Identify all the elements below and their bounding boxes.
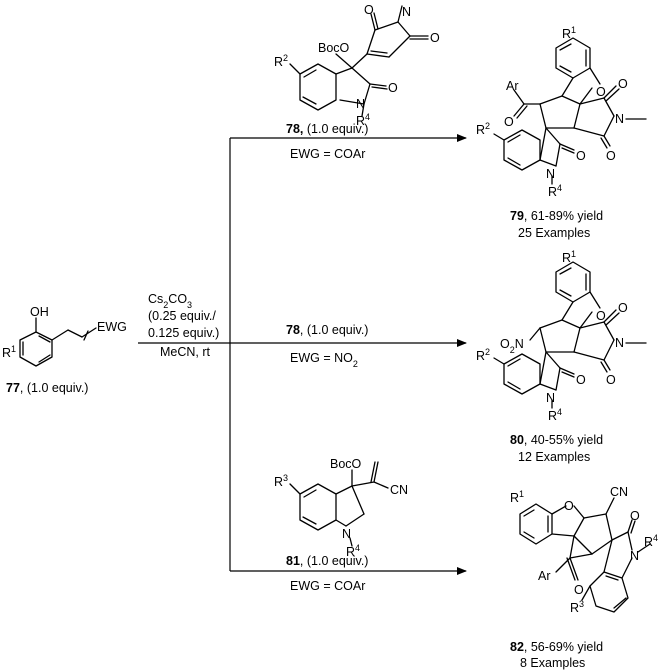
product-82-r4-label: R4 <box>644 533 658 549</box>
reagent-78-caption-mid: 78, (1.0 equiv.) <box>286 323 368 337</box>
product-79-examples: 25 Examples <box>518 226 590 240</box>
product-79-r2-label: R2 <box>476 121 490 137</box>
product-80-n-imide-label: N <box>615 336 624 350</box>
product-79-r1-label: R1 <box>562 25 576 41</box>
product-80-structure: R1 O O2N O N O R2 O N R4 <box>476 249 647 423</box>
reagent-81-caption: 81, (1.0 equiv.) <box>286 554 368 568</box>
product-79-o-ketone-label: O <box>504 115 514 129</box>
base-loading-line2: 0.125 equiv.) <box>148 326 219 340</box>
product-80-o-lactam-label: O <box>576 373 586 387</box>
product-79-r4-label: R4 <box>548 183 562 199</box>
reagent-78-o1-label: O <box>364 3 374 17</box>
product-80-examples: 12 Examples <box>518 450 590 464</box>
product-82-n-label: N <box>630 549 639 563</box>
product-82-yield: 82, 56-69% yield <box>510 640 603 654</box>
product-80-o-imide1-label: O <box>618 301 628 315</box>
product-82-o-ring-label: O <box>564 499 574 513</box>
r1-label: R1 <box>2 344 16 360</box>
reagent-81-structure: BocO CN R3 N R4 <box>274 457 408 559</box>
reagent-81-cn-label: CN <box>390 483 408 497</box>
reagent-81-boco-label: BocO <box>330 457 362 471</box>
compound-77-structure: OH R1 EWG <box>2 305 127 367</box>
product-80-r2-label: R2 <box>476 347 490 363</box>
product-82-o-lactam-label: O <box>630 509 640 523</box>
base-label: Cs2CO3 <box>148 292 192 310</box>
reagent-78-n1-label: N <box>402 5 411 19</box>
product-79-o-ring-label: O <box>596 85 606 99</box>
product-82-r1-label: R1 <box>510 489 524 505</box>
reagent-81-r3-label: R3 <box>274 473 288 489</box>
condition-top: EWG = COAr <box>290 147 365 161</box>
product-79-o-lactam-label: O <box>576 149 586 163</box>
ewg-label: EWG <box>97 320 127 334</box>
product-79-ar-label: Ar <box>506 79 519 93</box>
condition-bot: EWG = COAr <box>290 579 365 593</box>
product-79-structure: R1 O Ar O O N O R2 O N R4 <box>476 25 647 199</box>
product-82-structure: R1 O CN O N R4 Ar O R3 <box>510 485 658 615</box>
product-80-r4-label: R4 <box>548 407 562 423</box>
reagent-81-n-label: N <box>342 527 351 541</box>
reagent-78-r2-label: R2 <box>274 53 288 69</box>
product-82-cn-label: CN <box>610 485 628 499</box>
reagent-78-n2-label: N <box>356 97 365 111</box>
product-79-o-imide2-label: O <box>606 149 616 163</box>
product-79-n-imide-label: N <box>615 112 624 126</box>
product-82-ar-label: Ar <box>538 569 551 583</box>
product-79-o-imide1-label: O <box>618 77 628 91</box>
reagent-81-r4-label: R4 <box>346 543 360 559</box>
reagent-78-structure: BocO O N O O R2 N R4 <box>274 3 440 128</box>
product-80-r1-label: R1 <box>562 249 576 265</box>
reagent-78-boco-label: BocO <box>318 41 350 55</box>
solvent-label: MeCN, rt <box>160 345 211 359</box>
product-80-n-lactam-label: N <box>546 391 555 405</box>
product-80-o-imide2-label: O <box>606 373 616 387</box>
product-80-o2n-label: O2N <box>500 337 524 355</box>
compound-77-caption: 77, (1.0 equiv.) <box>6 381 88 395</box>
product-80-yield: 80, 40-55% yield <box>510 433 603 447</box>
product-82-o-ketone-label: O <box>574 583 584 597</box>
product-82-examples: 8 Examples <box>520 656 585 670</box>
product-80-o-ring-label: O <box>596 309 606 323</box>
base-loading-line1: (0.25 equiv./ <box>148 309 216 323</box>
reagent-78-r4-label: R4 <box>356 112 370 128</box>
reagent-78-o2-label: O <box>430 31 440 45</box>
condition-mid: EWG = NO2 <box>290 351 358 369</box>
product-79-yield: 79, 61-89% yield <box>510 209 603 223</box>
reagent-78-o3-label: O <box>388 81 398 95</box>
product-79-n-lactam-label: N <box>546 167 555 181</box>
reagent-78-caption-top: 78, (1.0 equiv.) <box>286 122 368 136</box>
product-82-r3-label: R3 <box>570 599 584 615</box>
oh-label: OH <box>30 305 49 319</box>
